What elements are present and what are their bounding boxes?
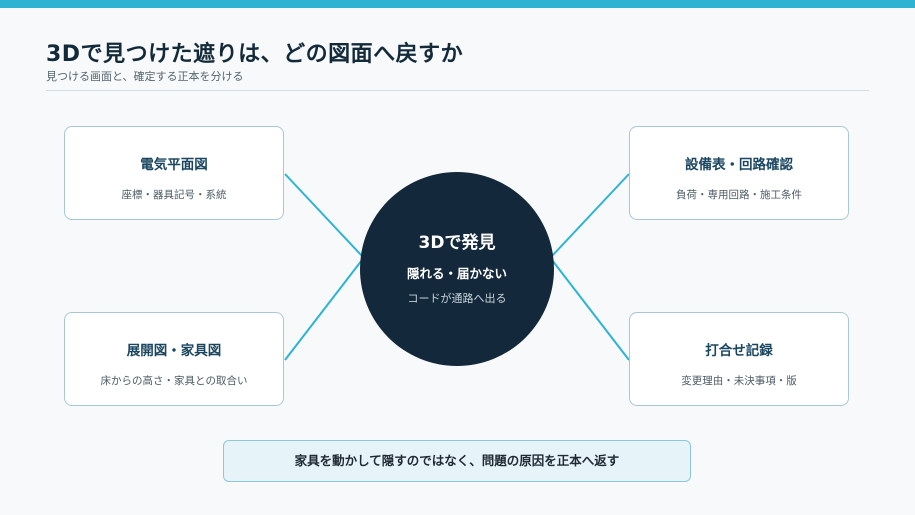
hub-title: 3Dで発見 — [418, 233, 496, 253]
box-elevation-furniture: 展開図・家具図 床からの高さ・家具との取合い — [64, 312, 284, 406]
top-accent-bar — [0, 0, 915, 8]
box-meeting-record: 打合せ記録 変更理由・未決事項・版 — [629, 312, 849, 406]
connector-top-left — [284, 173, 363, 257]
connector-top-right — [551, 173, 630, 257]
box-title: 展開図・家具図 — [126, 343, 222, 359]
box-title: 打合せ記録 — [705, 343, 773, 359]
hub-line1: 隠れる・届かない — [406, 266, 507, 281]
hub-line2: コードが通路へ出る — [407, 292, 507, 305]
page-title: 3Dで見つけた遮りは、どの図面へ戻すか — [46, 42, 464, 67]
connector-bottom-left — [284, 259, 363, 361]
box-subtitle: 変更理由・未決事項・版 — [681, 375, 797, 387]
hub-circle: 3Dで発見 隠れる・届かない コードが通路へ出る — [360, 172, 554, 366]
box-electrical-plan: 電気平面図 座標・器具記号・系統 — [64, 126, 284, 220]
box-subtitle: 床からの高さ・家具との取合い — [100, 375, 248, 387]
box-title: 電気平面図 — [140, 157, 208, 173]
box-title: 設備表・回路確認 — [685, 157, 793, 173]
box-subtitle: 負荷・専用回路・施工条件 — [676, 189, 802, 201]
page-subtitle: 見つける画面と、確定する正本を分ける — [46, 70, 244, 83]
header-divider — [46, 90, 869, 91]
connector-bottom-right — [551, 259, 630, 361]
footer-message: 家具を動かして隠すのではなく、問題の原因を正本へ返す — [223, 440, 691, 482]
box-equipment-circuit: 設備表・回路確認 負荷・専用回路・施工条件 — [629, 126, 849, 220]
box-subtitle: 座標・器具記号・系統 — [121, 189, 227, 201]
